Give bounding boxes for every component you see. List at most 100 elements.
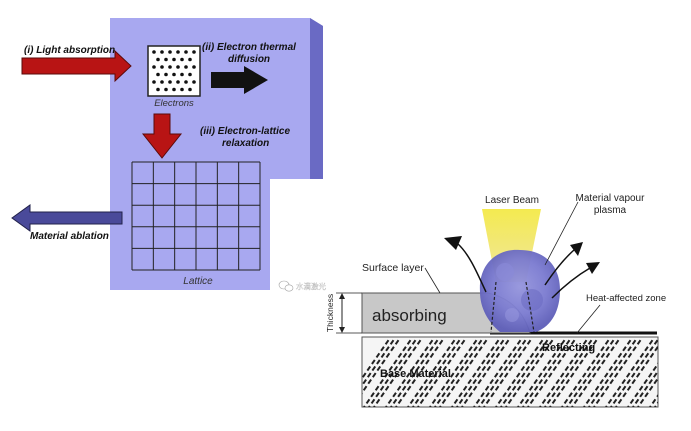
plasma-texture-1 bbox=[496, 263, 514, 281]
electron-dot bbox=[188, 87, 192, 92]
hatch-line bbox=[626, 362, 658, 407]
reflecting-label: Reflecting bbox=[542, 342, 595, 354]
hatch-line bbox=[389, 337, 440, 407]
electron-dot bbox=[156, 57, 160, 62]
ejection-arrow-right-upper bbox=[544, 249, 575, 286]
hatch-line bbox=[521, 337, 572, 407]
thickness-arrowhead-top bbox=[339, 293, 345, 299]
ejection-arrows bbox=[457, 243, 591, 299]
hatch-line bbox=[582, 337, 633, 407]
wechat-icon bbox=[278, 280, 294, 292]
electron-dot bbox=[168, 50, 172, 54]
heat-affected-zone-label: Heat-affected zone bbox=[586, 293, 666, 304]
electron-dot bbox=[168, 80, 172, 84]
hatch-line bbox=[538, 337, 589, 407]
electron-dot bbox=[160, 50, 164, 54]
hatch-line bbox=[604, 337, 655, 407]
hatch-line bbox=[416, 337, 467, 407]
hatch-line bbox=[587, 337, 638, 407]
hatch-line bbox=[450, 337, 501, 407]
thermal-diffusion-label-line2: diffusion bbox=[228, 54, 270, 65]
electron-dot bbox=[156, 87, 160, 92]
heat-zone-leader bbox=[576, 304, 601, 334]
electron-dots bbox=[152, 50, 196, 92]
electron-dot bbox=[168, 65, 172, 69]
vapour-leader-line bbox=[544, 201, 579, 266]
light-absorption-arrow bbox=[21, 49, 132, 83]
vapour-label-line1: Material vapour bbox=[576, 193, 646, 204]
electron-dot bbox=[172, 72, 176, 77]
electron-dot bbox=[164, 87, 168, 92]
hatch-line bbox=[570, 337, 621, 407]
plasma-texture-3 bbox=[505, 308, 519, 322]
hatch-line bbox=[406, 337, 457, 407]
hatch-line bbox=[609, 337, 658, 407]
electron-dot bbox=[180, 57, 184, 62]
electron-dot bbox=[180, 87, 184, 92]
absorbing-label: absorbing bbox=[372, 306, 447, 325]
hatch-line bbox=[362, 337, 413, 407]
electron-dot bbox=[192, 50, 196, 54]
electron-dot bbox=[164, 72, 168, 77]
hatch-line bbox=[411, 337, 462, 407]
surface-layer-leader bbox=[424, 267, 441, 294]
electron-dot bbox=[192, 65, 196, 69]
base-material-hatching bbox=[362, 337, 658, 407]
electron-dot bbox=[188, 57, 192, 62]
electron-dot bbox=[164, 57, 168, 62]
electron-dot bbox=[188, 72, 192, 77]
beam-dash-right bbox=[525, 281, 535, 333]
electron-dot bbox=[152, 65, 156, 69]
thermal-diffusion-label-line1: (ii) Electron thermal bbox=[202, 42, 296, 53]
ejection-arrowhead-left bbox=[444, 236, 462, 250]
hatch-line bbox=[394, 337, 445, 407]
hatch-line bbox=[548, 337, 599, 407]
electrons-label: Electrons bbox=[154, 98, 194, 109]
hatch-line bbox=[494, 337, 545, 407]
laser-process-diagram: Laser Beam Base Material Reflecting abso… bbox=[270, 179, 691, 431]
vapour-label-line2: plasma bbox=[594, 205, 627, 216]
relaxation-label-line2: relaxation bbox=[222, 138, 269, 149]
electron-dot bbox=[156, 72, 160, 77]
electron-dot bbox=[176, 65, 180, 69]
electron-dot bbox=[184, 80, 188, 84]
hatch-line bbox=[504, 337, 555, 407]
electron-dot bbox=[172, 87, 176, 92]
hatch-line bbox=[592, 337, 643, 407]
watermark: 水滴激光 bbox=[278, 280, 327, 292]
ejection-arrow-left bbox=[457, 243, 487, 293]
electron-dot bbox=[184, 50, 188, 54]
light-absorption-label: (i) Light absorption bbox=[24, 45, 115, 56]
hatch-line bbox=[614, 344, 658, 407]
base-material-label: Base Material bbox=[380, 368, 451, 380]
hatch-line bbox=[543, 337, 594, 407]
material-ablation-arrow bbox=[11, 204, 123, 232]
surface-layer-label: Surface layer bbox=[362, 262, 424, 274]
hatch-line bbox=[384, 337, 435, 407]
plasma-texture-2 bbox=[521, 289, 543, 311]
relaxation-arrow bbox=[141, 113, 183, 159]
hatch-line bbox=[362, 337, 401, 395]
beam-dash-left bbox=[490, 281, 497, 333]
relaxation-label-line1: (iii) Electron-lattice bbox=[200, 126, 290, 137]
watermark-text: 水滴激光 bbox=[296, 281, 326, 291]
hatch-line bbox=[526, 337, 577, 407]
hatch-line bbox=[428, 337, 479, 407]
hatch-line bbox=[560, 337, 611, 407]
electron-dot bbox=[180, 72, 184, 77]
electron-dot bbox=[160, 65, 164, 69]
laser-beam-label: Laser Beam bbox=[485, 195, 539, 206]
ejection-arrow-right-lower bbox=[551, 267, 591, 299]
hatch-line bbox=[438, 337, 489, 407]
electrons-box bbox=[147, 45, 201, 97]
hatch-line bbox=[516, 337, 567, 407]
material-ablation-label: Material ablation bbox=[30, 231, 109, 242]
hatch-line bbox=[460, 337, 511, 407]
hatch-line bbox=[372, 337, 423, 407]
electron-dot bbox=[176, 50, 180, 54]
thickness-arrowhead-bottom bbox=[339, 327, 345, 333]
hatch-line bbox=[362, 337, 391, 381]
hatch-line bbox=[367, 337, 418, 407]
electron-dot bbox=[152, 80, 156, 84]
